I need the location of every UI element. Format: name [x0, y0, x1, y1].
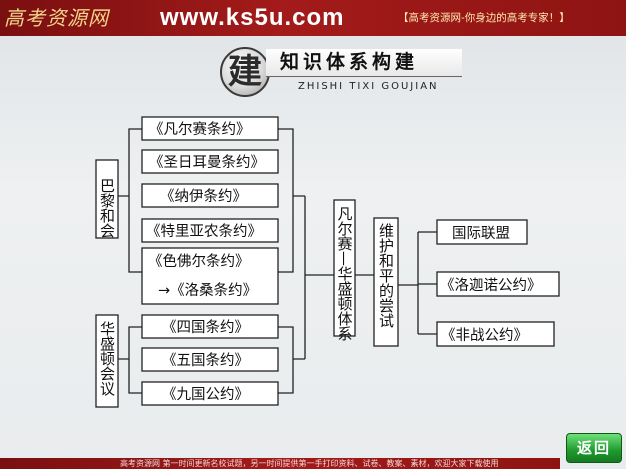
treaty-box-nine-power	[141, 381, 279, 406]
site-logo[interactable]: 高考资源网	[4, 6, 109, 30]
outcome-box-league-of-nations	[436, 219, 528, 245]
paris-right-brace	[278, 128, 305, 273]
washington-right-brace	[278, 326, 305, 394]
treaty-nine-power: 《九国公约》	[162, 386, 249, 403]
treaty-versailles: 《凡尔赛条约》	[149, 121, 251, 138]
outcome-kellogg-briand: 《非战公约》	[441, 327, 528, 344]
treaty-trianon: 《特里亚农条约》	[146, 223, 262, 240]
footer-bar	[0, 458, 560, 469]
treaty-neuilly: 《纳伊条约》	[160, 188, 247, 205]
treaty-box-saint-germain	[141, 149, 279, 174]
site-slogan: 【高考资源网-你身边的高考专家！】	[398, 12, 570, 24]
emblem-glyph: 建	[228, 52, 262, 92]
treaty-box-versailles	[141, 116, 279, 141]
header-banner	[0, 0, 626, 36]
outcome-brace	[398, 231, 437, 335]
system-join	[304, 196, 334, 359]
section-title: 知识体系构建	[280, 51, 419, 73]
versailles-washington-system: 凡尔赛—华盛顿体系	[336, 206, 354, 341]
outcome-box-kellogg-briand	[436, 321, 555, 347]
treaty-box-trianon	[141, 218, 279, 243]
section-title-pinyin: ZHISHI TIXI GOUJIAN	[298, 81, 439, 92]
treaty-saint-germain: 《圣日耳曼条约》	[149, 154, 265, 171]
back-button[interactable]: 返回	[566, 433, 622, 463]
outcome-league-of-nations: 国际联盟	[452, 225, 510, 242]
connectors	[118, 128, 437, 394]
washington-conference-label: 华盛顿会议	[98, 321, 116, 396]
treaty-lausanne: →《洛桑条约》	[158, 282, 257, 299]
treaty-five-power: 《五国条约》	[162, 352, 249, 369]
outcome-locarno: 《洛迦诺公约》	[440, 277, 542, 294]
treaty-box-five-power	[141, 347, 279, 372]
treaty-sevres: 《色佛尔条约》	[148, 253, 250, 270]
site-url[interactable]: www.ks5u.com	[160, 4, 345, 31]
paris-left-brace	[118, 128, 142, 273]
paris-conference-box	[95, 159, 119, 239]
treaty-box-neuilly	[141, 183, 279, 208]
section-title-bar	[266, 49, 462, 77]
peace-attempts-box	[373, 217, 399, 347]
section-emblem-icon: 建	[220, 47, 270, 97]
washington-left-brace	[118, 326, 142, 394]
treaty-box-four-power	[141, 314, 279, 339]
washington-conference-box	[95, 314, 119, 408]
versailles-washington-system-box	[333, 199, 356, 337]
treaty-four-power: 《四国条约》	[162, 319, 249, 336]
outcome-box-locarno	[436, 271, 560, 297]
treaty-box-sevres	[141, 247, 279, 305]
paris-conference-label: 巴黎和会	[98, 178, 116, 238]
footer-text: 高考资源网 第一时间更新名校试题，另一时间提供第一手打印资料、试卷、教案、素材，…	[120, 459, 499, 468]
peace-attempts: 维护和平的尝试	[377, 223, 395, 328]
